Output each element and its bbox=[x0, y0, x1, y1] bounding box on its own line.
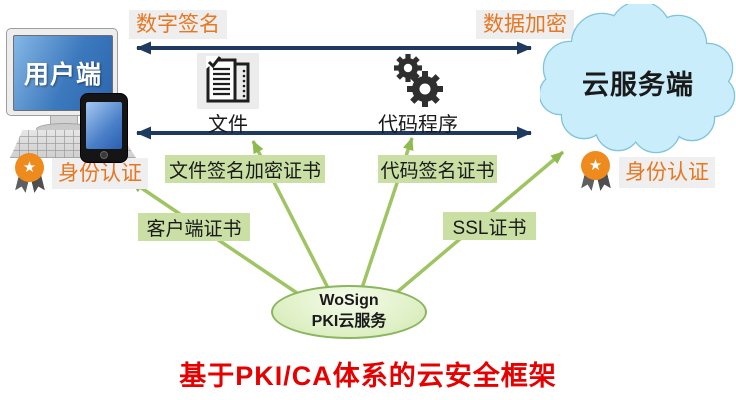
medal-star-icon: ★ bbox=[581, 151, 610, 180]
file-label: 文件 bbox=[208, 114, 248, 136]
smartphone-home-button bbox=[100, 151, 108, 159]
document-icon bbox=[197, 53, 259, 109]
pki-hub-ellipse: WoSign PKI云服务 bbox=[271, 285, 427, 339]
client-auth-badge-icon: ★ bbox=[10, 152, 54, 198]
hub-line2: PKI云服务 bbox=[311, 313, 387, 330]
smartphone-screen bbox=[86, 102, 122, 149]
page-title: 基于PKI/CA体系的云安全框架 bbox=[179, 361, 557, 391]
server-label: 云服务端 bbox=[582, 70, 694, 100]
code-label: 代码程序 bbox=[378, 114, 458, 136]
star-glyph: ★ bbox=[588, 157, 603, 174]
client-cert-box: 客户端证书 bbox=[138, 213, 250, 241]
server-auth-label: 身份认证 bbox=[619, 157, 715, 188]
code-cert-box: 代码签名证书 bbox=[378, 155, 497, 183]
medal-star-icon: ★ bbox=[15, 153, 44, 182]
file-cert-box: 文件签名加密证书 bbox=[165, 155, 325, 183]
digital-signature-label: 数字签名 bbox=[129, 10, 227, 39]
gears-glyph bbox=[394, 54, 443, 107]
document-glyph bbox=[206, 56, 250, 103]
client-label: 用户端 bbox=[23, 61, 102, 89]
hub-line1: WoSign bbox=[319, 292, 379, 310]
cloud-icon: 云服务端 bbox=[540, 4, 736, 154]
server-auth-badge-icon: ★ bbox=[576, 150, 620, 196]
data-encryption-label: 数据加密 bbox=[476, 10, 574, 39]
ssl-cert-box: SSL证书 bbox=[443, 212, 536, 240]
smartphone-icon bbox=[80, 93, 128, 163]
star-glyph: ★ bbox=[22, 159, 37, 176]
gears-icon bbox=[385, 52, 451, 108]
